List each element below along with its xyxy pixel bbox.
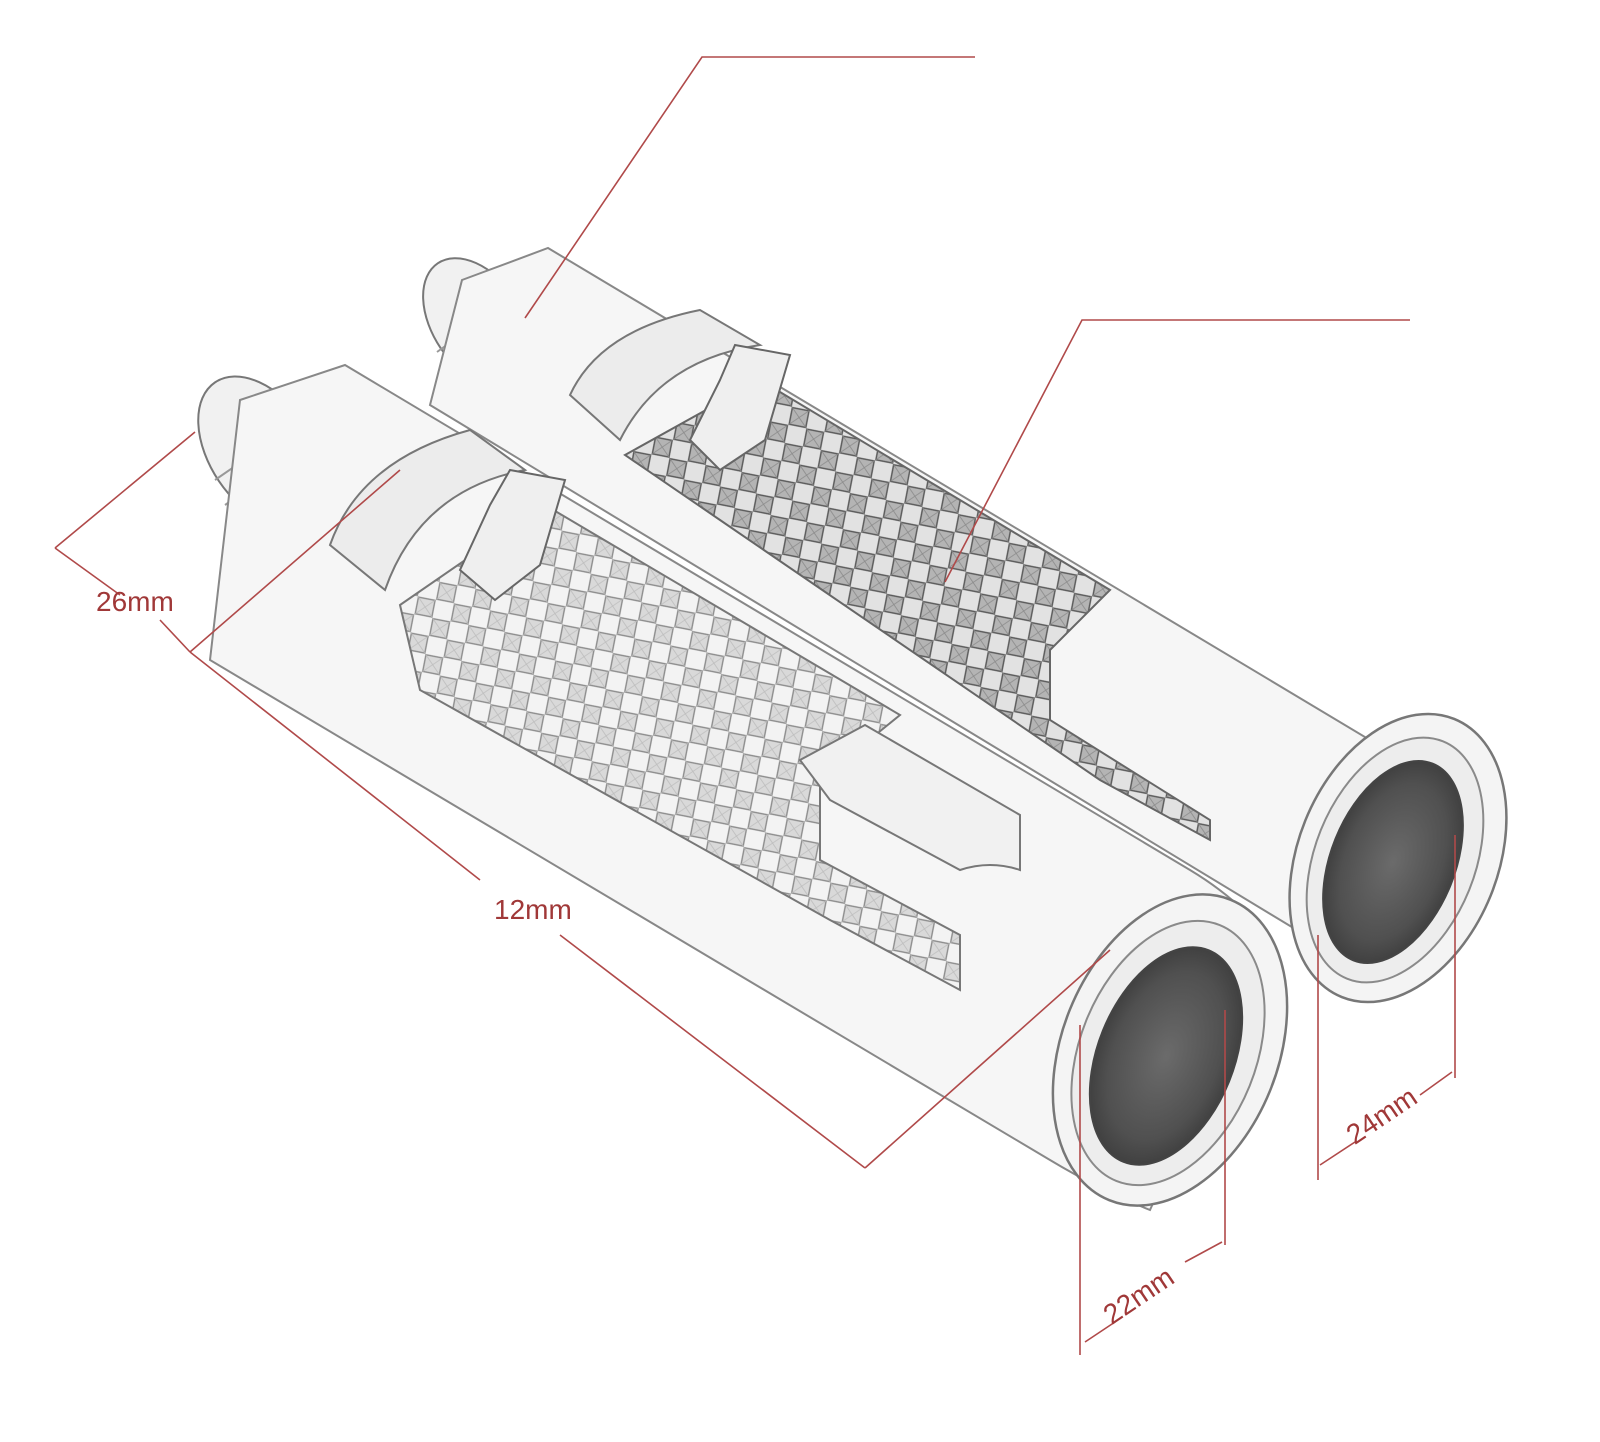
front-grip xyxy=(197,363,1289,1212)
front-grip-tab xyxy=(458,468,567,602)
leader-line-rear-cap xyxy=(524,56,975,319)
dimension-label-26mm: 26mm xyxy=(96,586,174,617)
leader-line-rear-knurl xyxy=(944,319,1410,583)
dimension-label-12mm: 12mm xyxy=(494,894,572,925)
rear-grip-tab xyxy=(688,343,792,472)
dimension-line-26mm xyxy=(54,431,401,653)
front-grip-knurl xyxy=(398,503,961,992)
front-grip-collar xyxy=(328,428,528,592)
front-grip-end-panel xyxy=(798,723,1021,872)
rear-grip xyxy=(422,246,1508,1004)
annotation-lines xyxy=(54,56,1456,1355)
rear-grip-knurl xyxy=(623,378,1211,842)
front-grip-open-end xyxy=(1051,893,1289,1207)
rear-grip-open-end xyxy=(1288,712,1508,1004)
dimension-line-12mm xyxy=(189,651,1111,1169)
dimension-line-24mm xyxy=(1317,835,1456,1180)
dimension-line-22mm xyxy=(1079,1010,1226,1355)
rear-grip-collar xyxy=(568,308,763,442)
